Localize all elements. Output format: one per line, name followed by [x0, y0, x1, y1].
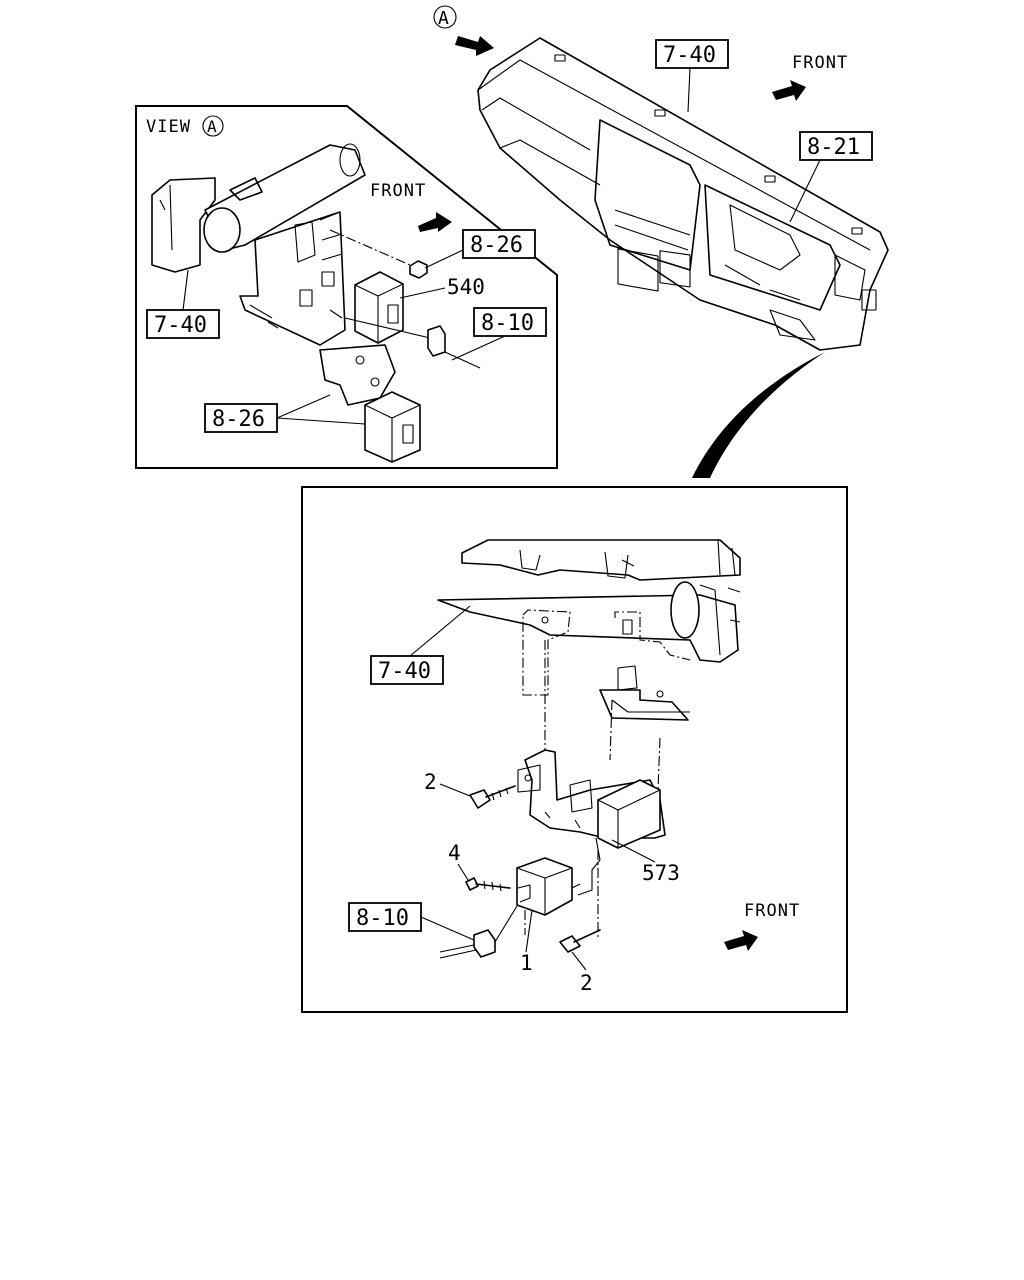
front-label-top: FRONT — [792, 53, 848, 73]
view-a-front-arrow-icon — [418, 212, 452, 232]
ref-8-26-lower: 8-26 — [212, 407, 265, 432]
front-arrow-detail-icon — [724, 930, 758, 951]
ref-7-40-detail: 7-40 — [378, 659, 431, 684]
view-a-title-marker-letter: A — [207, 117, 217, 136]
view-a-title-marker-circle — [202, 115, 224, 137]
part-573: 573 — [642, 861, 680, 885]
ref-7-40-top: 7-40 — [663, 43, 716, 68]
ref-8-10-view-a: 8-10 — [481, 311, 534, 336]
detail-frame — [301, 486, 848, 1013]
bolt-upper-icon — [469, 785, 516, 809]
detail-view: 7-40 2 4 573 8-10 1 2 FRONT — [301, 486, 848, 1013]
part-1: 1 — [520, 951, 533, 975]
ref-8-26-upper: 8-26 — [470, 233, 523, 258]
view-a-arrow-icon — [455, 36, 494, 56]
view-a-front-label: FRONT — [370, 181, 426, 201]
part-4: 4 — [448, 841, 461, 865]
center-console — [594, 119, 701, 271]
screw-icon — [465, 877, 511, 892]
front-arrow-top-icon — [772, 80, 806, 101]
bolt-lower-icon — [559, 929, 601, 953]
part-540: 540 — [447, 275, 485, 299]
view-a-frame — [135, 105, 558, 469]
ref-8-10-detail: 8-10 — [356, 906, 409, 931]
ref-7-40-view-a: 7-40 — [154, 313, 207, 338]
dashboard-overview: A 7-40 FRONT 8-21 — [433, 5, 889, 478]
view-a-inset: VIEW A — [135, 105, 558, 469]
front-label-detail: FRONT — [744, 901, 800, 921]
instrument-cluster — [704, 184, 841, 311]
part-2-lower: 2 — [580, 971, 593, 995]
view-a-marker-circle — [433, 5, 457, 29]
view-a-marker-letter: A — [438, 8, 449, 29]
view-a-title: VIEW — [146, 117, 191, 137]
nut-icon — [409, 260, 428, 279]
part-2-upper: 2 — [424, 770, 437, 794]
relay-540 — [354, 271, 404, 344]
detail-leader-arrow — [692, 352, 825, 478]
dashboard-panel — [477, 37, 889, 351]
ref-8-21: 8-21 — [807, 135, 860, 160]
